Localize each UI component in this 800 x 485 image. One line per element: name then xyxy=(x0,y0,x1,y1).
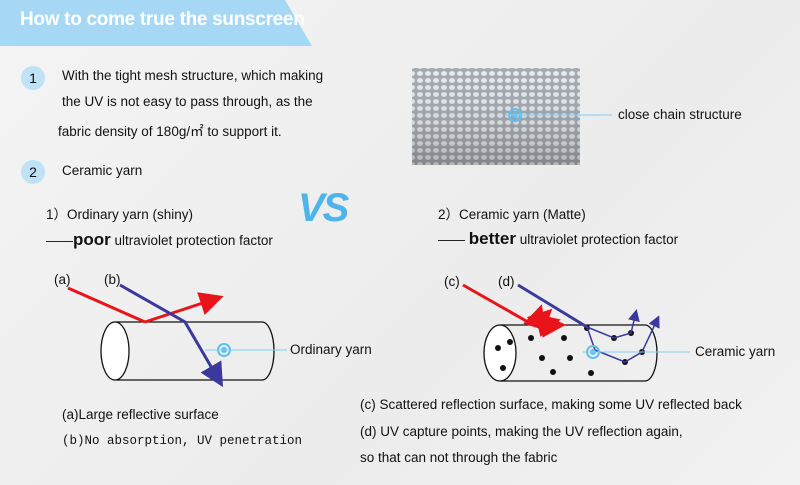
factor-text: ultraviolet protection factor xyxy=(516,232,679,247)
step-2-text: Ceramic yarn xyxy=(62,163,143,178)
dash: —— xyxy=(46,233,73,248)
step-number-2: 2 xyxy=(21,160,45,184)
ordinary-yarn-cylinder xyxy=(100,321,275,381)
ordinary-yarn-label: Ordinary yarn xyxy=(290,342,372,357)
mesh-image xyxy=(412,68,580,165)
ray-c-red xyxy=(462,283,566,338)
dash: —— xyxy=(438,232,469,247)
ray-c-label: (c) xyxy=(444,274,460,289)
note-b: (b)No absorption, UV penetration xyxy=(62,434,303,448)
ray-d-label: (d) xyxy=(498,274,515,289)
ordinary-yarn-factor: ——poor ultraviolet protection factor xyxy=(46,230,273,250)
ray-a-label: (a) xyxy=(54,272,71,287)
ray-b-label: (b) xyxy=(104,272,121,287)
ray-a-red xyxy=(67,286,224,324)
note-d-line-2: so that can not through the fabric xyxy=(360,450,558,465)
header-banner xyxy=(0,0,312,46)
step-number-1: 1 xyxy=(21,66,45,90)
step-1-line-2: the UV is not easy to pass through, as t… xyxy=(62,94,313,109)
note-a: (a)Large reflective surface xyxy=(62,407,219,422)
note-c: (c) Scattered reflection surface, making… xyxy=(360,397,742,412)
factor-text: ultraviolet protection factor xyxy=(110,233,273,248)
vs-label: VS xyxy=(298,186,349,230)
mesh-label: close chain structure xyxy=(618,107,742,122)
ordinary-yarn-title: 1）Ordinary yarn (shiny) xyxy=(46,207,194,222)
ceramic-yarn-title: 2）Ceramic yarn (Matte) xyxy=(438,207,586,222)
page-title: How to come true the sunscreen xyxy=(20,9,305,30)
step-1-line-3: fabric density of 180g/㎡ to support it. xyxy=(58,124,282,139)
ceramic-yarn-factor: —— better ultraviolet protection factor xyxy=(438,229,678,249)
step-1-line-1: With the tight mesh structure, which mak… xyxy=(62,68,324,83)
strength: poor xyxy=(73,230,111,249)
strength: better xyxy=(468,229,516,248)
uv-capture-points xyxy=(495,325,645,376)
ray-d-blue xyxy=(517,283,660,363)
note-d-line-1: (d) UV capture points, making the UV ref… xyxy=(360,424,683,439)
ceramic-yarn-label: Ceramic yarn xyxy=(695,344,776,359)
ray-b-blue xyxy=(119,283,224,388)
ceramic-yarn-cylinder xyxy=(483,324,658,382)
